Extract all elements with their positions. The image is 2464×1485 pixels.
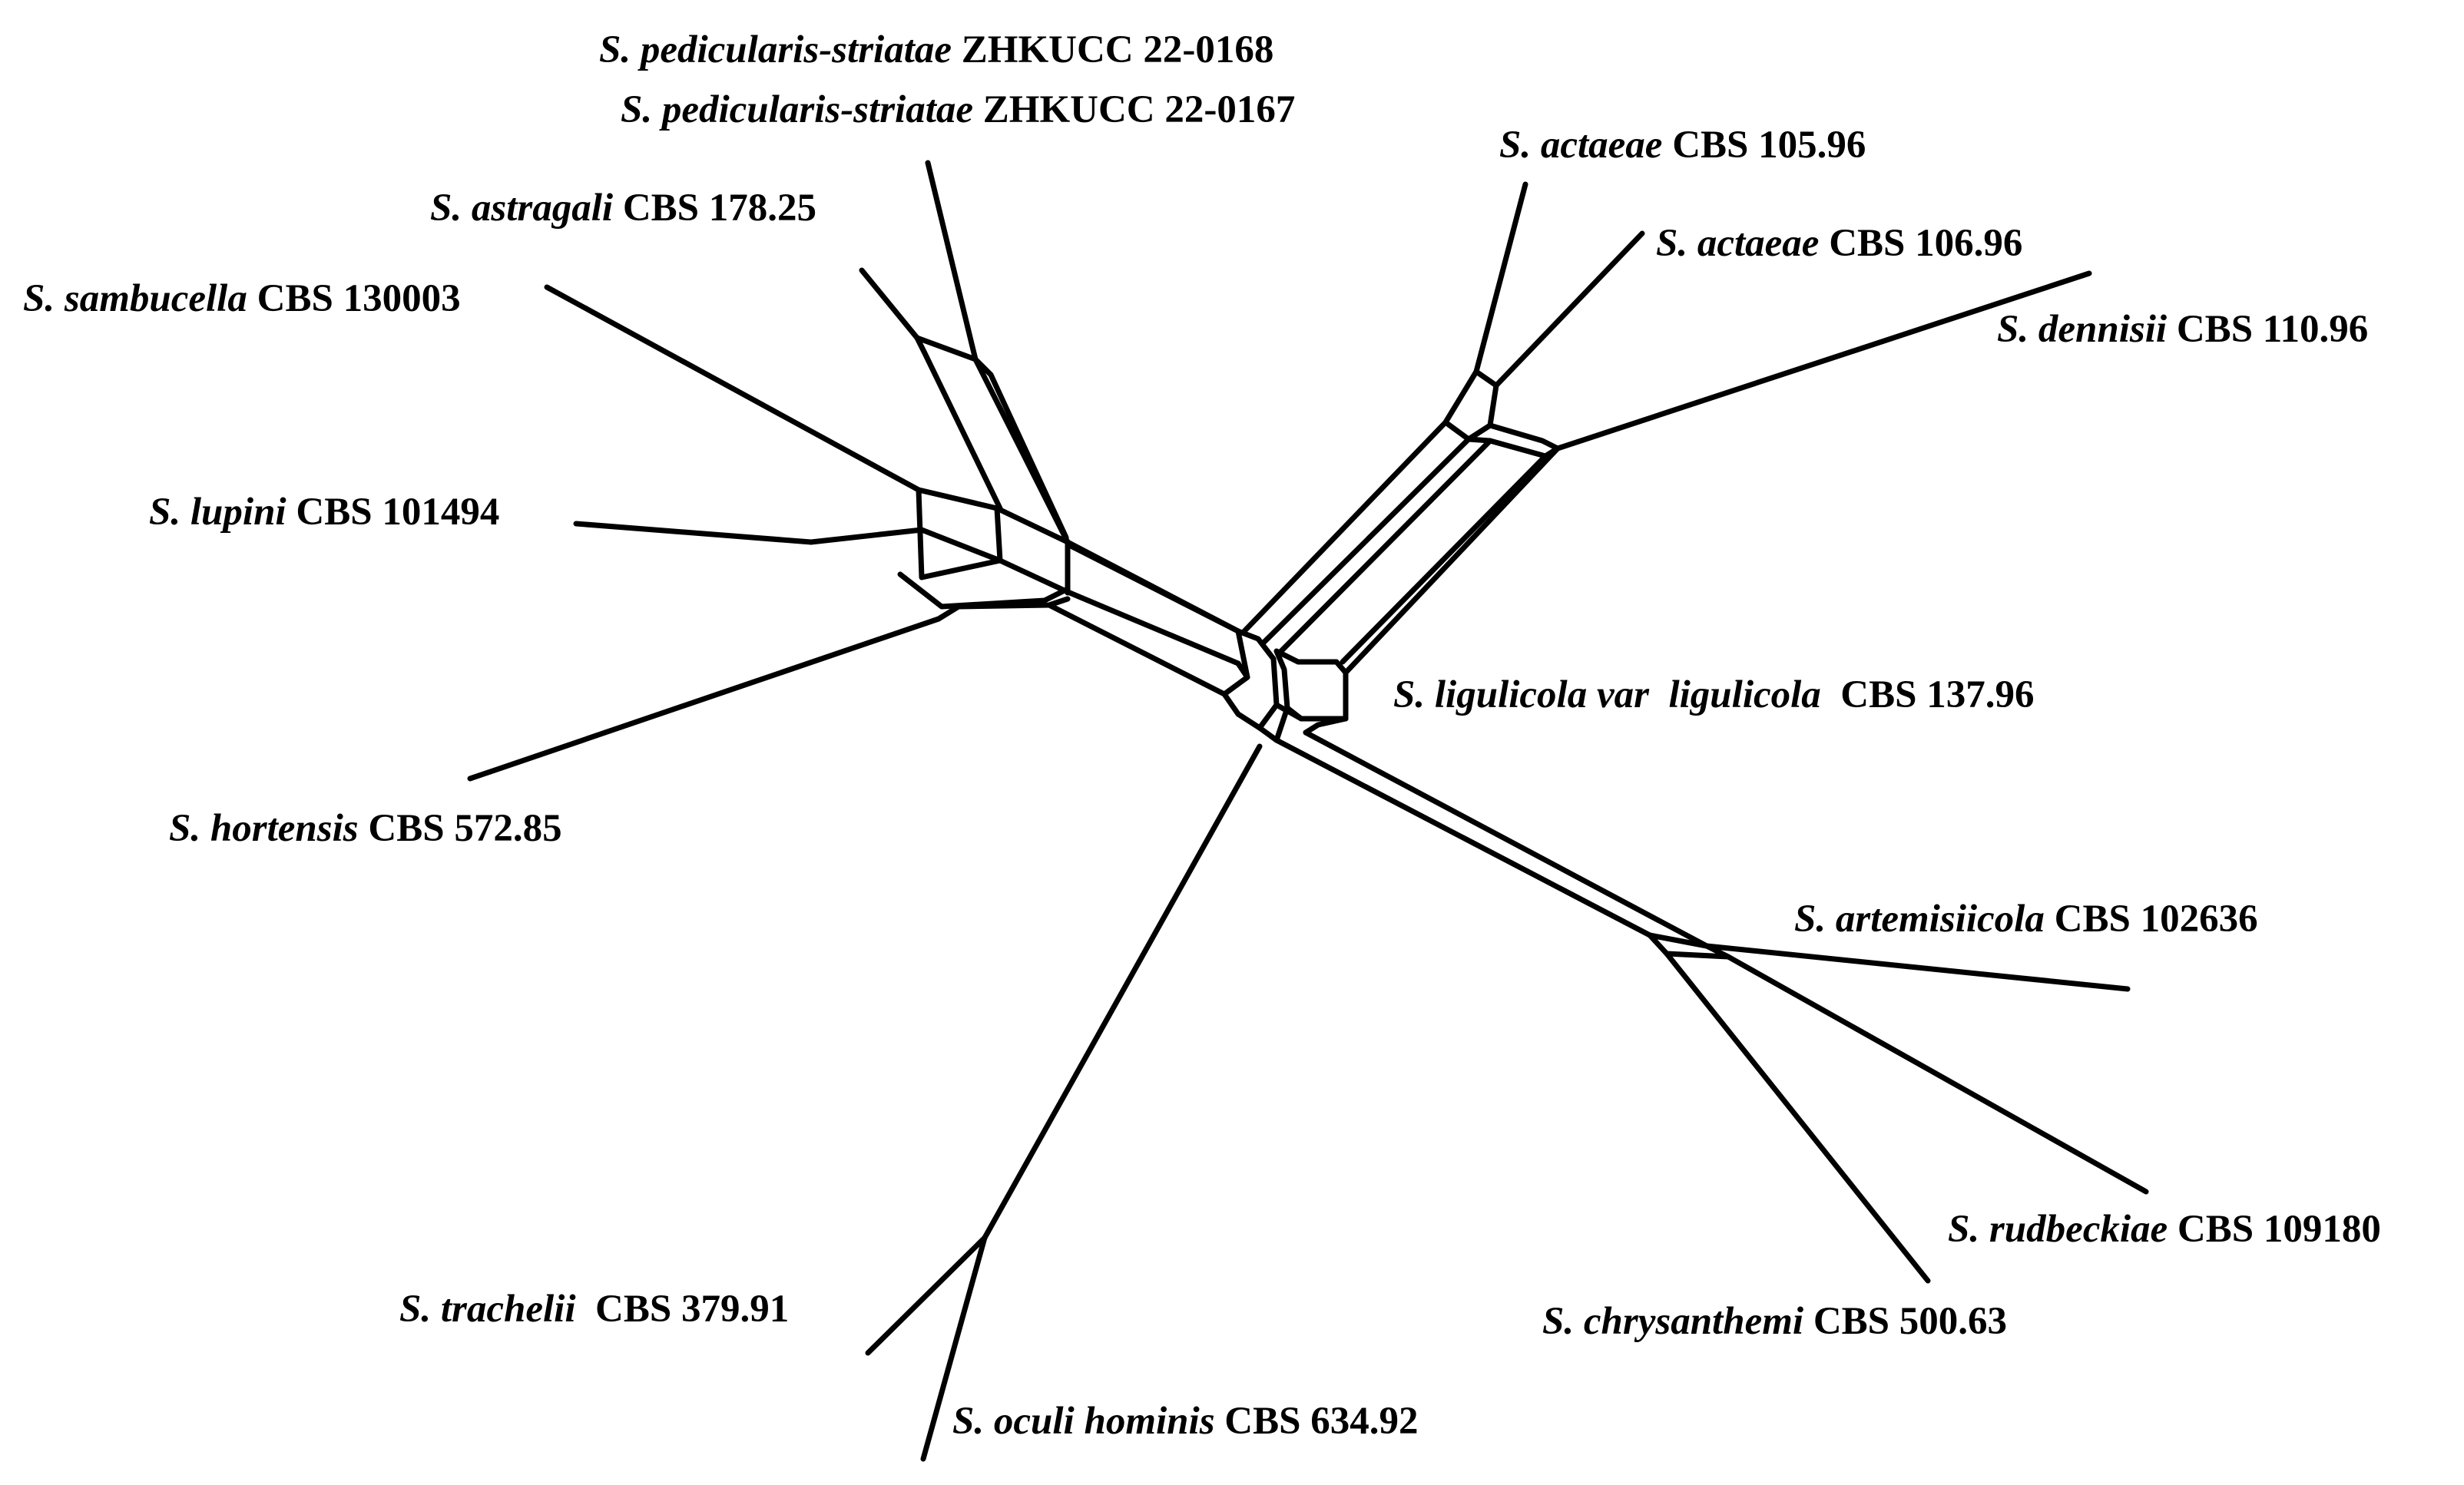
internal-band-d (1046, 602, 1227, 697)
branch-lupini (573, 521, 814, 545)
internal-band-lower-a (1273, 737, 1653, 938)
reticulation-top-3 (972, 356, 1069, 541)
branch-sambucella (544, 284, 922, 493)
branch-dennisii (1555, 270, 2092, 451)
reticulation-top-1 (914, 335, 1071, 596)
internal-band-right-a (1241, 419, 1449, 634)
branch-chrysanthemi (1664, 951, 1931, 1284)
branch-oculi-hominis (920, 1235, 988, 1462)
branch-hortensis (467, 616, 942, 782)
reticulation-left-4 (936, 596, 1071, 622)
internal-band-right-d (1343, 445, 1561, 676)
center-box-1 (1221, 628, 1280, 731)
internal-band-b (1065, 539, 1241, 634)
internal-band-c (1063, 588, 1241, 666)
branch-astragali (859, 267, 920, 341)
center-box-4 (1273, 702, 1304, 722)
reticulation-left-2 (808, 527, 1003, 564)
internal-band-e (997, 557, 1069, 594)
reticulation-top-2 (914, 335, 1003, 511)
internal-band-right-c (1277, 438, 1493, 656)
internal-band-lower-c (1303, 716, 1349, 736)
internal-branch-bottom (982, 743, 1263, 1241)
upper-right-clade-edges (1241, 181, 2092, 676)
upper-left-clade-edges (467, 160, 1241, 782)
branch-artemisiicola (1704, 943, 2131, 992)
internal-band-right-e (1340, 453, 1548, 665)
branch-actaeae-106 (1493, 230, 1645, 389)
branch-actaeae-105 (1473, 181, 1528, 375)
lower-right-clade-edges (1273, 716, 2149, 1284)
internal-band-right-b (1261, 436, 1472, 645)
branch-trachelii (865, 1235, 988, 1356)
internal-band-lower-b (1303, 729, 1710, 949)
branch-rudbeckiae (1725, 954, 2149, 1195)
lower-left-clade-edges (865, 743, 1263, 1462)
branch-pedicularis (925, 160, 979, 362)
center-box-5 (1235, 660, 1250, 680)
reticulation-right-1 (1442, 369, 1499, 442)
